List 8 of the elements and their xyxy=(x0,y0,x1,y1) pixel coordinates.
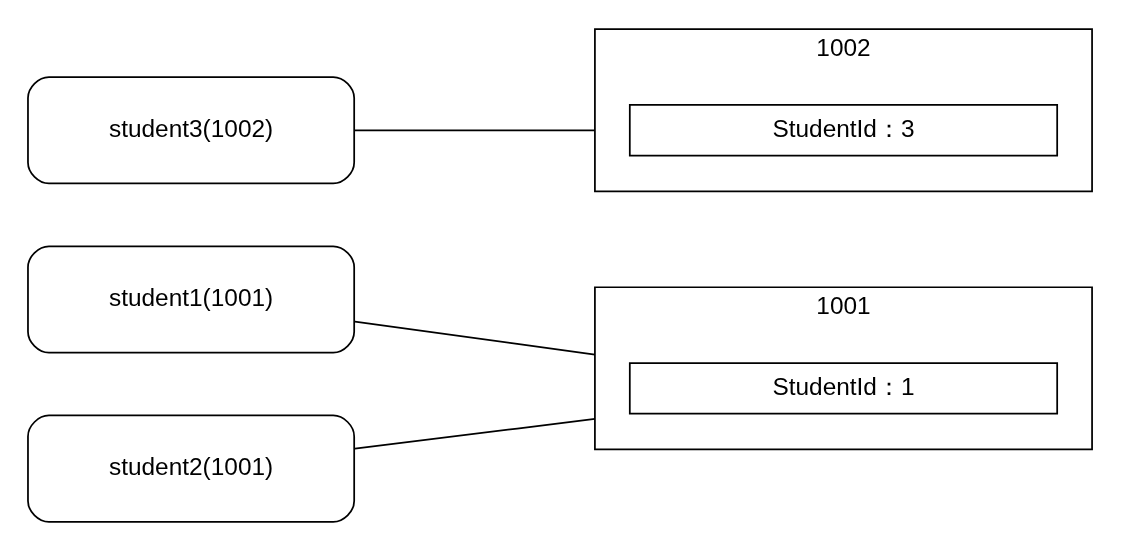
node-box: student1(1001) xyxy=(26,245,355,354)
node-box: StudentId：1 xyxy=(628,362,1058,415)
node-box: StudentId：3 xyxy=(628,104,1058,157)
connector xyxy=(353,129,596,132)
node-box: student2(1001) xyxy=(26,414,355,523)
node-box: student3(1002) xyxy=(26,76,355,185)
connector xyxy=(353,418,596,450)
connector xyxy=(353,320,596,356)
